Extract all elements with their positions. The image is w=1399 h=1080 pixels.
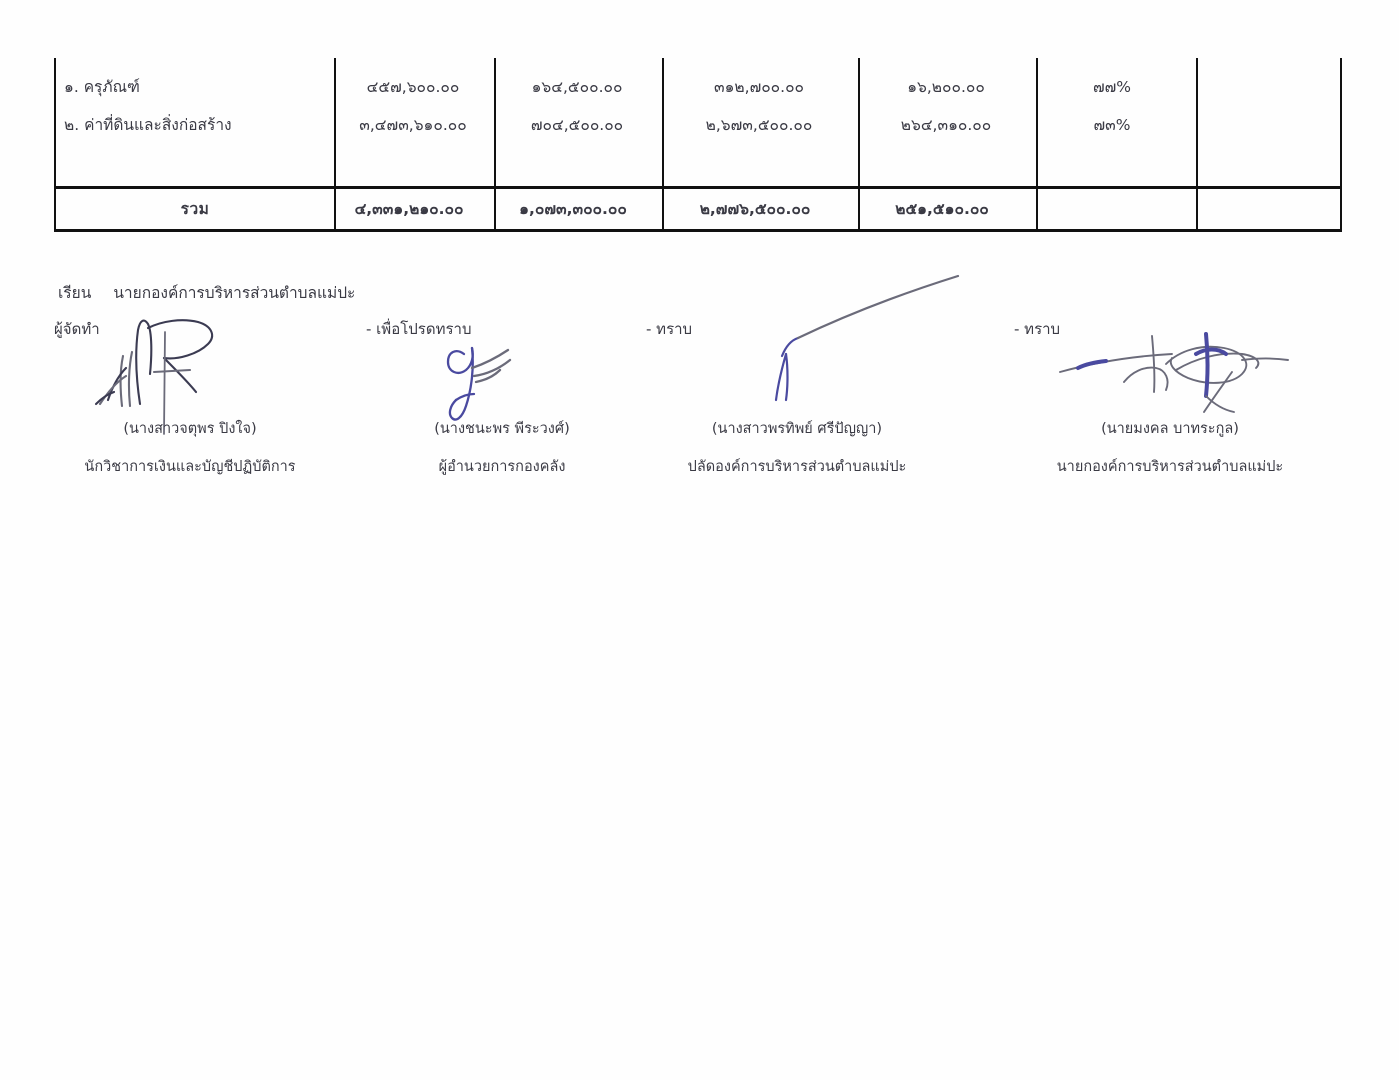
handwritten-signature [744,272,994,432]
signature-block-finance-director: - เพื่อโปรดทราบ (นางชนะพร พีระวงศ์) ผู้อ… [352,316,652,480]
percent-value: ๗๗% [1092,78,1132,96]
budget-table: ๑. ครุภัณฑ์ ๒. ค่าที่ดินและสิ่งก่อสร้าง … [54,58,1342,232]
signature-action: - ทราบ [1014,320,1061,338]
signature-block-preparer: ผู้จัดทำ [40,316,340,480]
signature-action: - เพื่อโปรดทราบ [366,320,472,338]
total-note [1196,186,1342,232]
routing-section: เรียนนายกองค์การบริหารส่วนตำบลแม่ปะ ผู้จ… [0,268,1399,488]
signatory-title: นักวิชาการเงินและบัญชีปฏิบัติการ [84,459,296,475]
signature-action: ผู้จัดทำ [54,320,100,338]
amount-value: ๒,๖๗๓,๕๐๐.๐๐ [705,116,813,134]
item-label: ๒. ค่าที่ดินและสิ่งก่อสร้าง [64,116,232,134]
signature-block-mayor: - ทราบ [1000,316,1340,480]
cell-note [1196,58,1342,188]
amount-value: ๑๖๔,๕๐๐.๐๐ [531,78,623,96]
table-row: ๑. ครุภัณฑ์ ๒. ค่าที่ดินและสิ่งก่อสร้าง … [54,58,1342,188]
cell-amount-4: ๑๖,๒๐๐.๐๐ ๒๖๔,๓๑๐.๐๐ [858,58,1038,188]
total-label: รวม [180,200,210,218]
signatory-title: ปลัดองค์การบริหารส่วนตำบลแม่ปะ [687,459,907,475]
signatory-name: (นางชนะพร พีระวงศ์) [434,421,570,437]
amount-value: ๑๖,๒๐๐.๐๐ [907,78,985,96]
cell-percent: ๗๗% ๗๓% [1036,58,1198,188]
addressee-recipient: นายกองค์การบริหารส่วนตำบลแม่ปะ [113,284,356,302]
signature-action: - ทราบ [646,320,693,338]
total-amount-1: ๔,๓๓๑,๒๑๐.๐๐ [334,186,496,232]
cell-amount-1: ๔๕๗,๖๐๐.๐๐ ๓,๔๗๓,๖๑๐.๐๐ [334,58,496,188]
note-value [1206,68,1340,106]
signature-mark-area [1000,332,1340,416]
total-percent [1036,186,1198,232]
signatory-name: (นายมงคล บาทระกูล) [1101,421,1239,437]
signatory-title: นายกองค์การบริหารส่วนตำบลแม่ปะ [1056,459,1284,475]
item-label: ๑. ครุภัณฑ์ [64,78,140,96]
amount-value: ๓,๔๗๓,๖๑๐.๐๐ [359,116,467,134]
budget-table-container: ๑. ครุภัณฑ์ ๒. ค่าที่ดินและสิ่งก่อสร้าง … [54,58,1342,232]
note-value [1206,106,1340,144]
signatory-name: (นางสาวจตุพร ปิงใจ) [123,421,257,437]
cell-amount-3: ๓๑๒,๗๐๐.๐๐ ๒,๖๗๓,๕๐๐.๐๐ [662,58,860,188]
signatory-name: (นางสาวพรทิพย์ ศรีปัญญา) [711,421,883,437]
signature-block-chief-administrator: - ทราบ (นางสาวพรทิพย์ ศรีปัญญา) ปลัดองค์… [632,274,962,480]
table-total-row: รวม ๔,๓๓๑,๒๑๐.๐๐ ๑,๐๗๓,๓๐๐.๐๐ ๒,๗๗๖,๕๐๐.… [54,186,1342,232]
cell-amount-2: ๑๖๔,๕๐๐.๐๐ ๗๐๔,๕๐๐.๐๐ [494,58,664,188]
signatory-title: ผู้อำนวยการกองคลัง [438,459,566,475]
total-value: ๔,๓๓๑,๒๑๐.๐๐ [354,200,464,218]
percent-value: ๗๓% [1093,116,1131,134]
addressee-line: เรียน นายกองค์การบริหารส่วนตำบลแม่ปะ [58,280,355,305]
amount-value: ๗๐๔,๕๐๐.๐๐ [530,116,624,134]
addressee-label: เรียน [58,284,92,302]
amount-value: ๔๕๗,๖๐๐.๐๐ [366,78,460,96]
total-value: ๒,๗๗๖,๕๐๐.๐๐ [699,200,811,218]
total-amount-3: ๒,๗๗๖,๕๐๐.๐๐ [662,186,860,232]
signature-mark-area [632,274,962,416]
total-label-cell: รวม [54,186,336,232]
signature-mark-area [352,342,652,421]
amount-value: ๓๑๒,๗๐๐.๐๐ [713,78,804,96]
amount-value: ๒๖๔,๓๑๐.๐๐ [900,116,992,134]
total-amount-2: ๑,๐๗๓,๓๐๐.๐๐ [494,186,664,232]
signature-mark-area [40,319,340,435]
total-amount-4: ๒๕๑,๕๑๐.๐๐ [858,186,1038,232]
cell-item-list: ๑. ครุภัณฑ์ ๒. ค่าที่ดินและสิ่งก่อสร้าง [54,58,336,188]
total-value: ๒๕๑,๕๑๐.๐๐ [895,200,989,218]
total-value: ๑,๐๗๓,๓๐๐.๐๐ [519,200,627,218]
